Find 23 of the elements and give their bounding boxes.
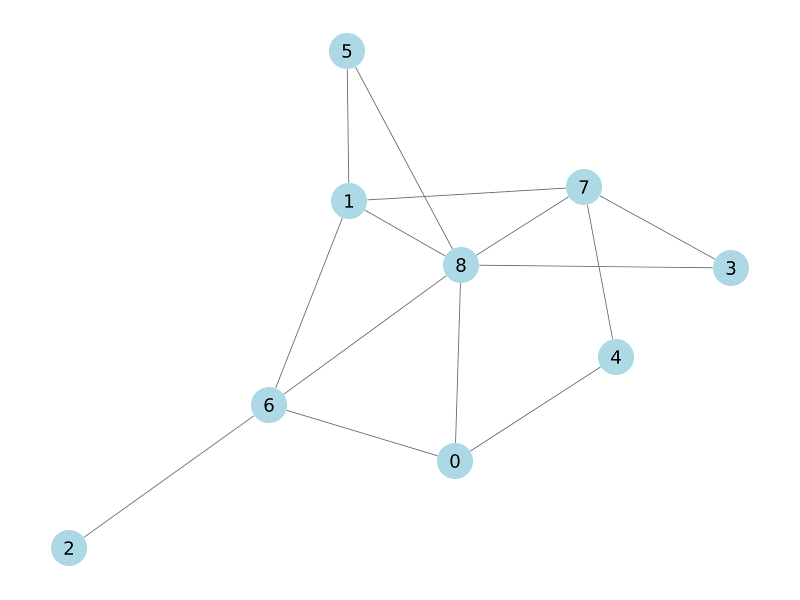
graph-node: 2 — [51, 530, 87, 566]
edge-line — [470, 366, 602, 452]
edge-line — [586, 204, 614, 340]
graph-node: 1 — [331, 183, 367, 219]
edge-line — [600, 195, 716, 260]
edge-line — [478, 264, 714, 268]
edge-line — [364, 210, 446, 256]
graph-node: 4 — [598, 339, 634, 375]
edge-line — [346, 68, 350, 184]
edge-line — [83, 415, 255, 538]
graph-node: 5 — [329, 33, 365, 69]
graph-node: 3 — [713, 250, 749, 286]
graph-node: 0 — [437, 443, 473, 479]
edge-line — [476, 196, 570, 256]
edge-line — [283, 275, 447, 395]
graph-node: 8 — [443, 247, 479, 283]
edge-line — [286, 410, 438, 456]
edge-line — [355, 66, 453, 250]
graph-node: 7 — [566, 169, 602, 205]
edge-line — [455, 282, 461, 444]
graph-node: 6 — [251, 387, 287, 423]
edge-line — [366, 188, 566, 200]
edge-line — [275, 218, 343, 388]
